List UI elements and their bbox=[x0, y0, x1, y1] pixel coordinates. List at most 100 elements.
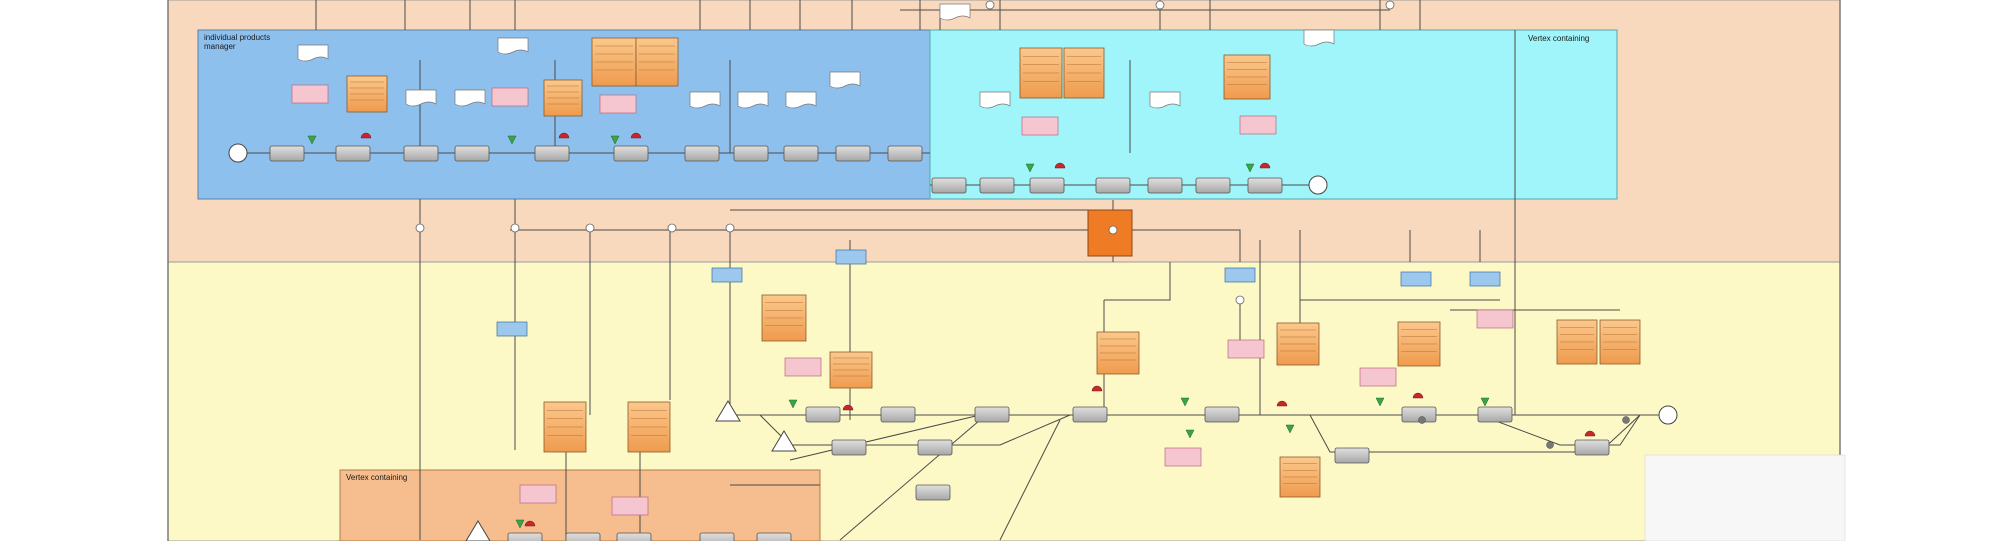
lane-title-vertex-containing-bottom: Vertex containing bbox=[346, 473, 408, 482]
green-marker bbox=[1285, 424, 1295, 434]
document-shape bbox=[737, 91, 769, 109]
data-object bbox=[491, 87, 529, 107]
green-marker bbox=[1375, 397, 1385, 407]
document-shape bbox=[829, 71, 861, 89]
task-box bbox=[931, 177, 967, 194]
green-marker bbox=[1245, 163, 1255, 173]
blue-tag bbox=[1224, 267, 1256, 283]
task-box bbox=[917, 439, 953, 456]
task-box bbox=[915, 484, 951, 501]
task-box bbox=[699, 532, 735, 541]
document-shape bbox=[939, 3, 971, 21]
task-box bbox=[783, 145, 819, 162]
red-marker bbox=[524, 520, 536, 527]
gray-marker bbox=[1622, 416, 1630, 424]
red-marker bbox=[558, 132, 570, 139]
gray-marker bbox=[1418, 416, 1426, 424]
task-box bbox=[1334, 447, 1370, 464]
data-object bbox=[1359, 367, 1397, 387]
lane-vertex-containing-bottom bbox=[339, 469, 821, 541]
data-object bbox=[1227, 339, 1265, 359]
task-box bbox=[1195, 177, 1231, 194]
junction bbox=[415, 223, 425, 233]
red-marker bbox=[360, 132, 372, 139]
green-marker bbox=[515, 519, 525, 529]
red-marker bbox=[1276, 400, 1288, 407]
green-marker bbox=[1025, 163, 1035, 173]
green-marker bbox=[1185, 429, 1195, 439]
data-object bbox=[1021, 116, 1059, 136]
task-box bbox=[1247, 177, 1283, 194]
task-box bbox=[1147, 177, 1183, 194]
lane-title-individual-products-manager: individual products manager bbox=[204, 33, 271, 51]
junction bbox=[1235, 295, 1245, 305]
junction bbox=[1108, 225, 1118, 235]
task-box bbox=[613, 145, 649, 162]
task-box bbox=[979, 177, 1015, 194]
data-object bbox=[1164, 447, 1202, 467]
task-box bbox=[756, 532, 792, 541]
data-object bbox=[1239, 115, 1277, 135]
task-box bbox=[880, 406, 916, 423]
green-marker bbox=[1480, 397, 1490, 407]
gateway-triangle bbox=[465, 520, 491, 541]
task-box bbox=[1072, 406, 1108, 423]
red-marker bbox=[842, 404, 854, 411]
junction bbox=[667, 223, 677, 233]
blue-tag bbox=[1469, 271, 1501, 287]
junction bbox=[1385, 0, 1395, 10]
junction bbox=[585, 223, 595, 233]
red-marker bbox=[630, 132, 642, 139]
document-shape bbox=[979, 91, 1011, 109]
task-box bbox=[616, 532, 652, 541]
legend-panel bbox=[1644, 454, 1846, 541]
document-shape bbox=[785, 91, 817, 109]
document-shape bbox=[405, 89, 437, 107]
red-marker bbox=[1054, 162, 1066, 169]
task-box bbox=[1574, 439, 1610, 456]
red-marker bbox=[1259, 162, 1271, 169]
blue-tag bbox=[835, 249, 867, 265]
gateway-triangle bbox=[771, 430, 797, 452]
data-object bbox=[291, 84, 329, 104]
green-marker bbox=[307, 135, 317, 145]
task-box bbox=[1204, 406, 1240, 423]
green-marker bbox=[507, 135, 517, 145]
gray-marker bbox=[1546, 441, 1554, 449]
gateway-triangle bbox=[715, 400, 741, 422]
red-marker bbox=[1091, 385, 1103, 392]
start-event bbox=[228, 143, 248, 163]
task-box bbox=[1029, 177, 1065, 194]
junction bbox=[1155, 0, 1165, 10]
task-box bbox=[887, 145, 923, 162]
blue-tag bbox=[711, 267, 743, 283]
task-box bbox=[335, 145, 371, 162]
blue-tag bbox=[496, 321, 528, 337]
red-marker bbox=[1584, 430, 1596, 437]
task-box bbox=[684, 145, 720, 162]
task-box bbox=[454, 145, 490, 162]
junction bbox=[985, 0, 995, 10]
task-box bbox=[507, 532, 543, 541]
data-object bbox=[519, 484, 557, 504]
task-box bbox=[974, 406, 1010, 423]
task-box bbox=[835, 145, 871, 162]
blue-tag bbox=[1400, 271, 1432, 287]
task-box bbox=[733, 145, 769, 162]
document-shape bbox=[689, 91, 721, 109]
green-marker bbox=[788, 399, 798, 409]
end-event bbox=[1308, 175, 1328, 195]
data-object bbox=[1476, 309, 1514, 329]
document-shape bbox=[1149, 91, 1181, 109]
data-object bbox=[784, 357, 822, 377]
task-box bbox=[565, 532, 601, 541]
task-box bbox=[403, 145, 439, 162]
lane-title-vertex-containing-top: Vertex containing bbox=[1528, 34, 1590, 43]
document-shape bbox=[497, 37, 529, 55]
data-object bbox=[599, 94, 637, 114]
junction bbox=[725, 223, 735, 233]
task-box bbox=[1477, 406, 1513, 423]
task-box bbox=[1095, 177, 1131, 194]
task-box bbox=[805, 406, 841, 423]
green-marker bbox=[1180, 397, 1190, 407]
